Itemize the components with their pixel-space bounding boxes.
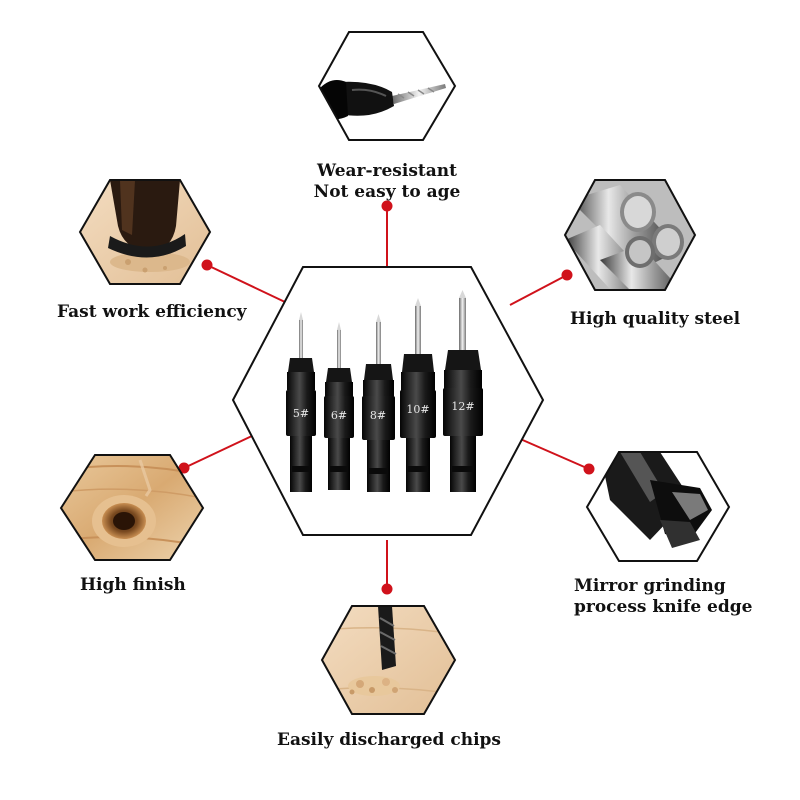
countersink-bit-6 [324,322,354,490]
countersink-bit-8 [362,314,395,492]
bit-size-labels: 5# 6# 8# 10# 12# [293,400,475,422]
connector-dots [178,200,595,595]
bit-size-label: 8# [370,409,386,422]
hex-image-fast-work [78,179,212,285]
feature-label-mirror-grinding: Mirror grinding process knife edge [574,576,753,617]
feature-label-wear-resistant: Wear-resistant Not easy to age [313,161,461,202]
hex-image-high-finish [59,454,205,561]
connector-lines [183,206,590,589]
bit-size-label: 6# [331,409,347,422]
hex-image-high-quality-steel [563,179,697,291]
feature-label-fast-work-efficiency: Fast work efficiency [57,302,247,322]
bit-size-label: 5# [293,407,309,420]
countersink-bit-5 [286,312,316,492]
feature-label-high-finish: High finish [80,575,186,595]
countersink-bit-10 [400,298,436,492]
feature-label-high-quality-steel: High quality steel [570,309,741,329]
bit-size-label: 12# [451,400,474,413]
countersink-bit-set [286,290,483,492]
feature-label-chip-discharge: Easily discharged chips [277,730,501,750]
bit-size-label: 10# [406,403,429,416]
hex-image-mirror-grinding [585,451,731,562]
hex-image-chip-discharge [320,605,457,715]
hex-image-wear-resistant [317,31,457,141]
countersink-bit-12 [443,290,483,492]
